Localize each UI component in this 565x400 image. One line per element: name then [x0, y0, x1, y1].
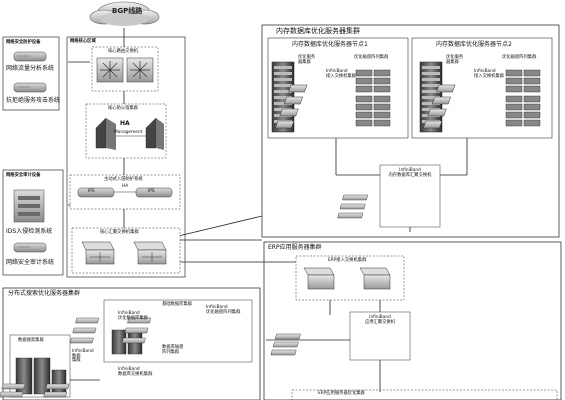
data-ib-switches [0, 383, 70, 398]
base-db-ib-label: InfiniBand 优化数据库集群 [118, 311, 149, 321]
security-protection-title: 网络安全防护设备 [6, 40, 41, 45]
node1-ib-label: InfiniBand 接入交换机集群 [326, 69, 357, 79]
erp-optimized-label: ERP应用服务器优化集群 [318, 391, 365, 396]
node2-server-label: 优化服务器集群 [446, 55, 464, 65]
aggregation-label: 核心汇聚交换机集群 [100, 230, 139, 235]
ib-storage-label: InfiniBand 优化磁盘阵列集群 [206, 305, 241, 315]
erp-access-switches [303, 267, 391, 290]
ddos-label: 抗拒绝服务攻击系统 [6, 97, 61, 104]
memdb-cluster-panel [261, 24, 560, 238]
search-cluster-panel [2, 287, 261, 400]
ib-core-label: InfiniBand 内存数据库汇聚交换机 [388, 168, 432, 178]
node2-ib-label: InfiniBand 接入交换机集群 [474, 69, 505, 79]
node2-storage [505, 69, 541, 127]
erp-cluster-panel [263, 241, 562, 400]
management-label: Management [114, 130, 143, 135]
ids-sensor-device [13, 189, 45, 223]
node1-ib-switches [275, 84, 308, 129]
ips-devices [77, 187, 173, 198]
bgp-cloud [89, 1, 160, 26]
security-audit-title: 网络安全审计设备 [6, 173, 41, 178]
flow-analysis-label: 网络流量分析系统 [6, 65, 55, 72]
ips-title: 主动式入侵防护系统 [104, 177, 143, 182]
erp-access-label: ERP接入交换机集群 [328, 258, 367, 263]
node1-server-label: 优化服务器集群 [298, 55, 316, 65]
ddos-device [13, 82, 47, 93]
node1-storage-label: 优化磁盘阵列集群 [354, 55, 389, 60]
memdb-node1-title: 内存数据库优化服务器节点1 [292, 41, 368, 48]
erp-cluster-title: ERP应用服务器集群 [268, 244, 322, 251]
db-storage-label: 数据库磁盘 阵列集群 [162, 345, 184, 355]
memdb-cluster-title: 内存数据库优化服务器集群 [276, 27, 360, 35]
ips-right-label: IPS [148, 189, 155, 194]
search-cluster-title: 分布式搜索优化服务器集群 [8, 290, 81, 297]
aggregation-switches [81, 241, 167, 265]
ips-left-label: IPS [88, 189, 95, 194]
node2-storage-label: 优化磁盘阵列集群 [502, 55, 537, 60]
data-search-label: 数据搜索集群 [18, 338, 44, 343]
erp-ib-switches [270, 333, 301, 356]
firewall-cluster [95, 117, 164, 150]
data-ib2-label: InfiniBand 数据库交换机集群 [118, 367, 153, 377]
security-audit-panel [2, 169, 64, 276]
memdb-node2-title: 内存数据库优化服务器节点2 [436, 41, 512, 48]
ib-core-switches [337, 194, 369, 219]
ha-label: HA [120, 120, 130, 127]
core-router-label: 核心路由交换机 [108, 49, 139, 54]
ips-ha-label: HA [122, 184, 129, 189]
bgp-cloud-label: BGP线路 [112, 7, 143, 15]
base-db-label: 基础数据库集群 [162, 302, 193, 307]
erp-optimized-panel [291, 389, 558, 400]
core-router-switch [96, 57, 154, 83]
ids-label: IDS入侵检测系统 [6, 228, 53, 235]
erp-ib-label: InfiniBand 应用汇聚交换机 [364, 315, 396, 325]
data-ib-label: InfiniBand 数据 集群 [72, 349, 94, 363]
core-area-panel [66, 36, 186, 278]
audit-label: 网络安全审计系统 [6, 259, 55, 266]
audit-device [13, 242, 47, 253]
flow-analysis-device [13, 51, 47, 62]
node2-ib-switches [423, 84, 456, 129]
node1-storage [355, 69, 391, 127]
core-area-title: 网络核心区域 [70, 39, 96, 44]
security-protection-panel [2, 36, 60, 111]
firewall-cluster-label: 核心防火墙集群 [108, 106, 139, 111]
base-db-ib-switches [69, 317, 152, 344]
